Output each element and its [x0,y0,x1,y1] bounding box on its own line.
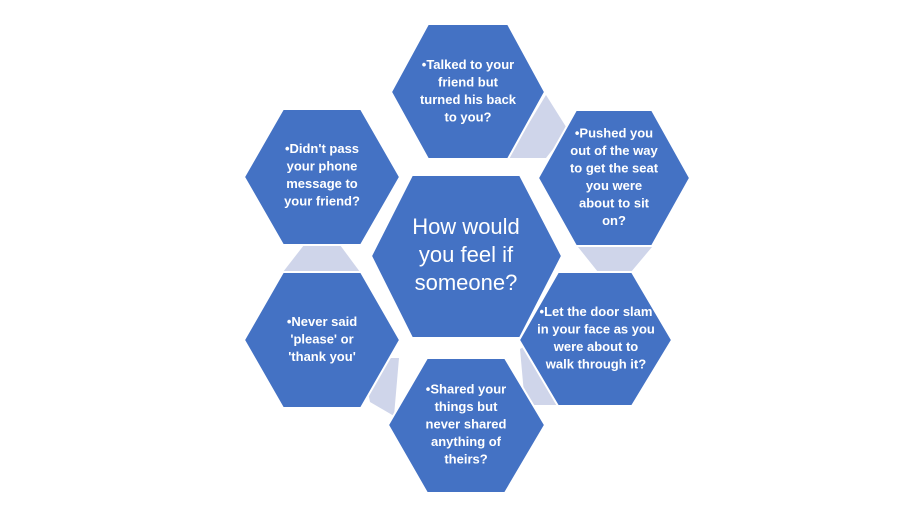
connector-lowleft-to-upperleft [283,245,360,272]
hex-text-line: theirs? [444,451,487,466]
hex-text-line: How would [412,214,520,239]
hex-text-never-said-please: •Never said 'please' or 'thank you' [287,314,357,364]
hex-text-line: about to sit [579,196,650,211]
hex-text-line: turned his back [420,92,517,107]
hex-text-pushed-seat: •Pushed you out of the way to get the seat… [570,126,659,229]
hex-text-line: •Pushed you [575,126,653,141]
hex-text-phone-message: •Didn't pass your phone message to your fri… [284,141,360,209]
hex-text-shared-things: •Shared your things but never shared anythi… [426,381,507,466]
hex-text-line: •Never said [287,314,357,329]
hex-text-talked-back: •Talked to your friend but turned his back… [420,57,517,125]
hex-text-line: were about to [553,339,639,354]
hex-text-line: you feel if [419,242,514,267]
hex-text-line: walk through it? [545,357,646,372]
hex-text-line: in your face as you [537,322,655,337]
hex-text-line: never shared [426,416,507,431]
hexagon-door-slam: •Let the door slam in your face as you wer… [517,271,674,407]
hex-text-line: to get the seat [570,161,659,176]
hex-text-line: •Talked to your [422,57,514,72]
hex-text-line: out of the way [570,143,658,158]
hex-text-line: someone? [415,270,518,295]
hex-text-line: your friend? [284,194,360,209]
center-question-text: How would you feel if someone? [412,214,520,295]
hexagon-phone-message: •Didn't pass your phone message to your fri… [242,108,402,246]
hexagon-center: How would you feel if someone? [369,174,564,339]
hex-text-line: •Didn't pass [285,141,359,156]
hex-text-line: things but [435,399,498,414]
hexagon-shared-things: •Shared your things but never shared anythi… [386,357,547,494]
connector-top-to-right [508,95,568,158]
connector-right-to-lowright [578,247,652,272]
hex-text-line: anything of [431,434,502,449]
hex-text-line: on? [602,213,626,228]
hexagon-pushed-seat: •Pushed you out of the way to get the seat… [536,109,692,247]
hexagon-never-said-please: •Never said 'please' or 'thank you' [242,271,402,409]
hex-text-line: •Shared your [426,381,506,396]
hex-text-line: your phone [287,159,358,174]
hex-text-line: friend but [438,75,499,90]
hex-text-line: message to [286,176,358,191]
hexagon-talked-back: •Talked to your friend but turned his back… [389,23,547,160]
hex-text-line: 'please' or [290,331,353,346]
hex-text-line: to you? [445,110,492,125]
hex-text-line: 'thank you' [288,349,356,364]
hex-text-door-slam: •Let the door slam in your face as you wer… [537,304,655,372]
hex-text-line: •Let the door slam [540,304,653,319]
hex-text-line: you were [586,178,642,193]
